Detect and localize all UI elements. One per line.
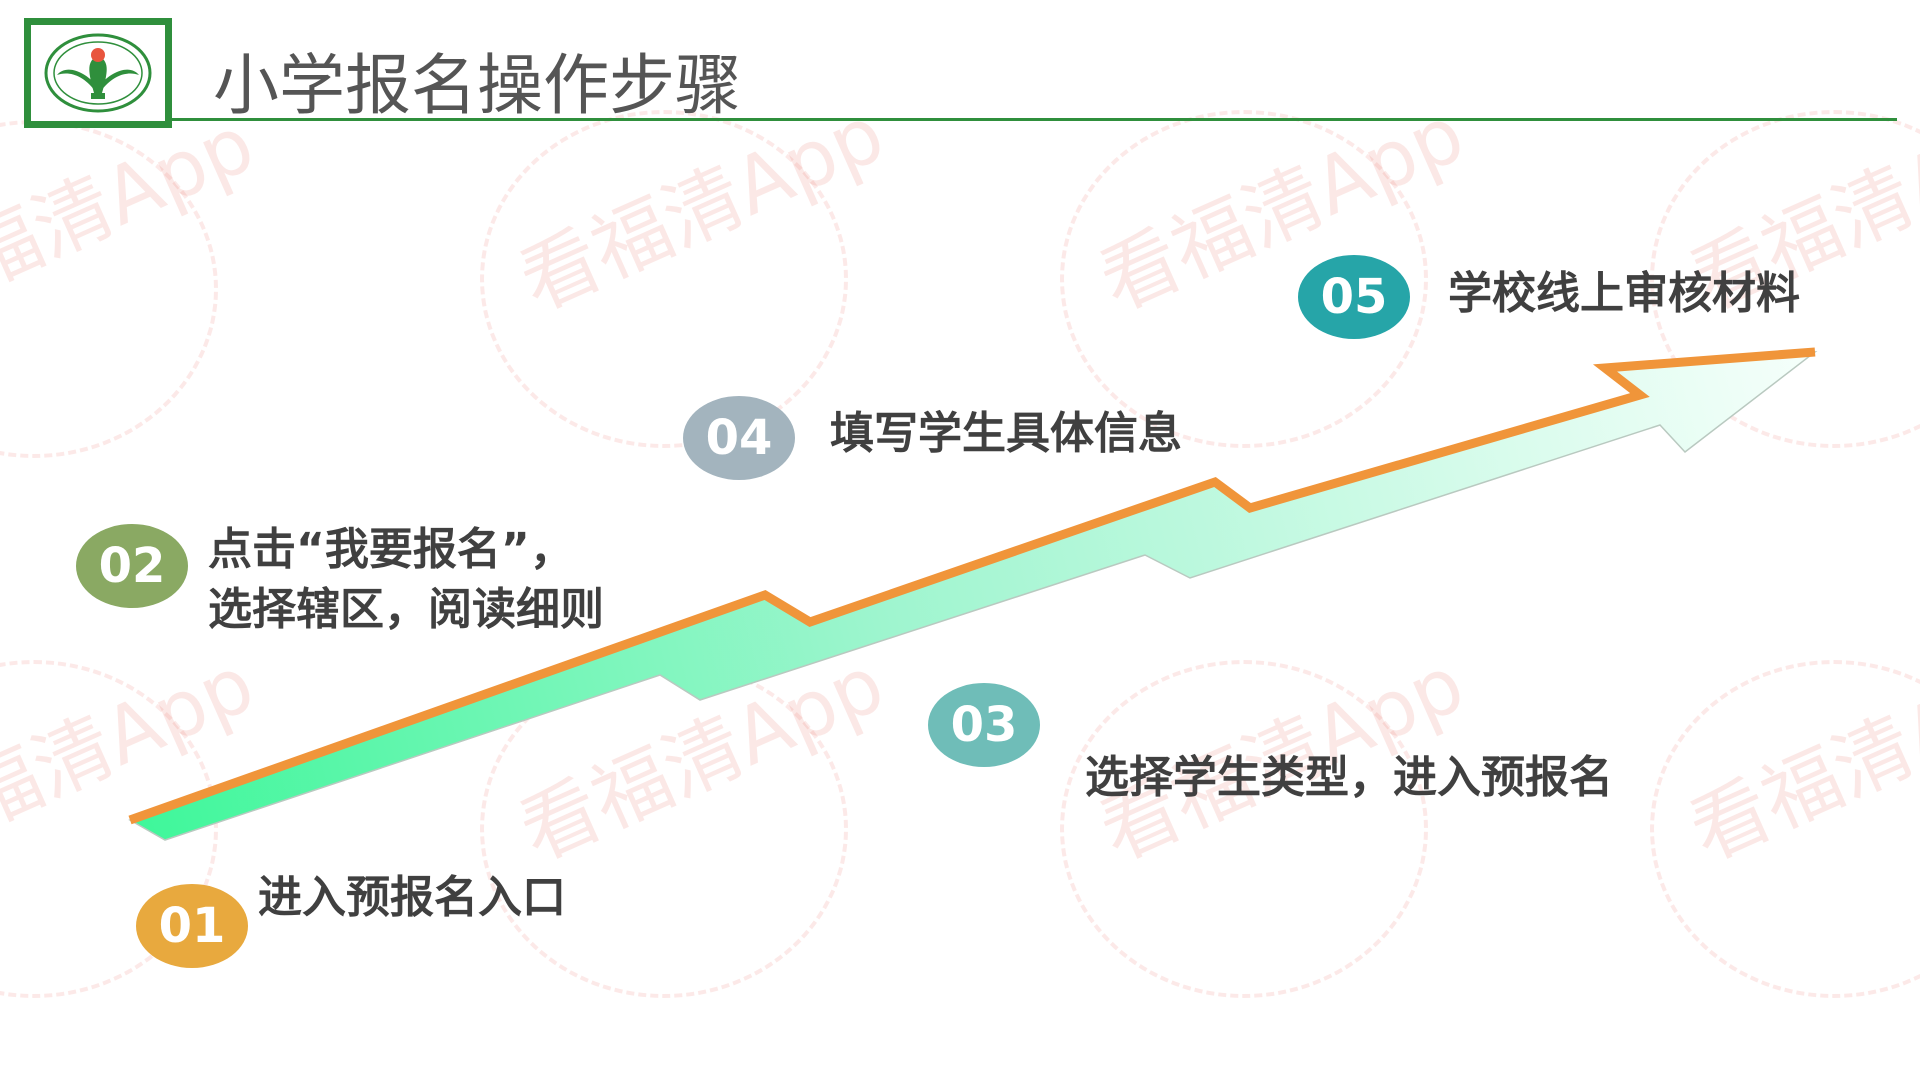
step-text: 学校线上审核材料 bbox=[1448, 268, 1800, 319]
step-number: 05 bbox=[1320, 269, 1388, 325]
step-label-02: 点击“我要报名”， 选择辖区，阅读细则 bbox=[208, 520, 604, 640]
step-text: 选择学生类型，进入预报名 bbox=[1085, 752, 1613, 803]
step-badge-04: 04 bbox=[683, 396, 795, 480]
school-logo-badge bbox=[31, 25, 165, 121]
step-badge-02: 02 bbox=[76, 524, 188, 608]
step-number: 04 bbox=[705, 410, 773, 466]
school-logo bbox=[24, 18, 172, 128]
step-text: 填写学生具体信息 bbox=[830, 408, 1182, 459]
step-label-04: 填写学生具体信息 bbox=[830, 404, 1182, 464]
step-label-01: 进入预报名入口 bbox=[258, 868, 566, 928]
school-logo-icon bbox=[44, 33, 152, 113]
step-number: 01 bbox=[158, 898, 226, 954]
page-title: 小学报名操作步骤 bbox=[213, 47, 741, 124]
step-label-03: 选择学生类型，进入预报名 bbox=[1085, 748, 1613, 808]
title-divider bbox=[172, 118, 1897, 121]
step-text: 进入预报名入口 bbox=[258, 872, 566, 923]
step-text: 选择辖区，阅读细则 bbox=[208, 584, 604, 635]
step-badge-01: 01 bbox=[136, 884, 248, 968]
step-badge-03: 03 bbox=[928, 683, 1040, 767]
step-badge-05: 05 bbox=[1298, 255, 1410, 339]
step-text: 点击“我要报名”， bbox=[208, 524, 574, 575]
step-number: 02 bbox=[98, 538, 166, 594]
step-label-05: 学校线上审核材料 bbox=[1448, 264, 1800, 324]
step-number: 03 bbox=[950, 697, 1018, 753]
arrow-top-edge bbox=[128, 347, 1816, 825]
